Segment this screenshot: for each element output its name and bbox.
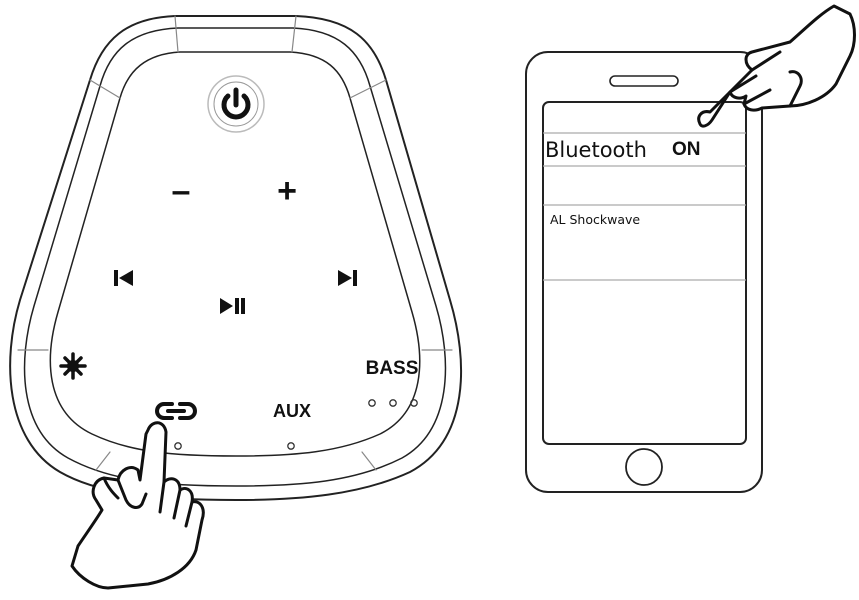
bluetooth-toggle[interactable]: ON [672,139,701,160]
next-track-button[interactable] [338,270,357,286]
tapping-hand-icon [699,6,855,126]
light-star-icon [61,354,85,378]
smartphone [526,52,762,492]
volume-down-button[interactable]: – [172,172,191,210]
bluetooth-setting-label: Bluetooth [545,138,647,162]
aux-led [288,443,294,449]
link-button[interactable] [157,404,195,418]
phone-speaker-slot [610,76,678,86]
play-pause-icon [220,298,245,314]
link-chain-icon [157,404,195,418]
bass-led [369,400,375,406]
bass-button[interactable]: BASS [366,358,419,379]
play-pause-button[interactable] [220,298,245,314]
pressing-hand-icon [72,423,203,588]
speaker-control-face [50,52,419,456]
bass-led [390,400,396,406]
power-button[interactable] [208,76,264,132]
light-button[interactable] [61,354,85,378]
previous-icon [114,270,133,286]
next-icon [338,270,357,286]
link-led [175,443,181,449]
previous-track-button[interactable] [114,270,133,286]
phone-body [526,52,762,492]
device-list-item[interactable]: AL Shockwave [550,212,640,227]
phone-home-button[interactable] [626,449,662,485]
power-icon [224,90,248,117]
aux-button[interactable]: AUX [273,401,311,421]
volume-up-button[interactable]: + [277,172,297,210]
